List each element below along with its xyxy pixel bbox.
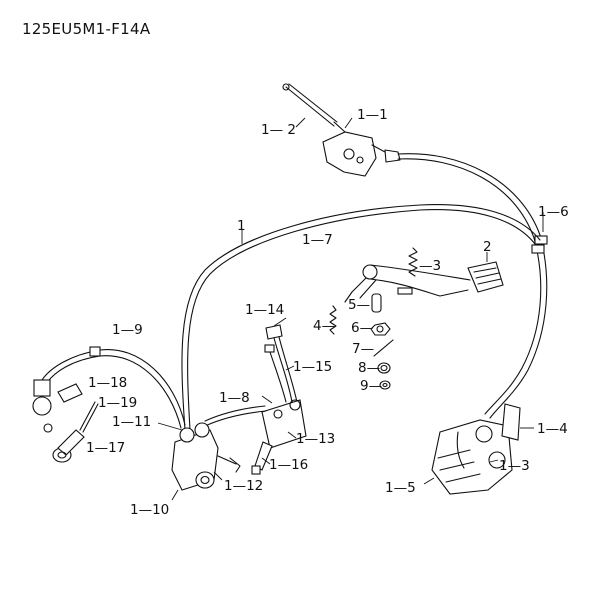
leader-lines [157,117,544,501]
callout-1-10: 1—10 [130,502,169,518]
callout-7: 7— [352,341,374,357]
pin-5 [371,293,382,313]
callout-6: 6— [351,320,373,336]
rear-brake-pipe [181,204,541,431]
callout-1-11: 1—11 [112,414,151,430]
rear-brake-switch-assembly [264,324,298,403]
callout-1-3: 1—3 [499,458,530,474]
callout-1-6: 1—6 [538,204,569,220]
rear-master-cylinder [251,399,307,475]
front-brake-caliper [431,403,521,495]
callout-1-9: 1—9 [112,322,143,338]
brake-pipe-1-8 [204,405,267,427]
callout-1-18: 1—18 [88,375,127,391]
callout-4: 4— [313,318,335,334]
brake-pedal [344,261,504,303]
nut-6 [370,322,391,336]
callout-1-4: 1—4 [537,421,568,437]
callout-1-14: 1—14 [245,302,284,318]
callout-1-16: 1—16 [269,457,308,473]
front-brake-hose [397,153,548,419]
washer-8 [377,362,391,374]
front-master-cylinder [322,131,401,177]
callout-1-5: 1—5 [385,480,416,496]
callout-1-2: 1— 2 [261,122,296,138]
diagram-title: 125EU5M1-F14A [22,20,151,38]
callout-1-1: 1—1 [357,107,388,123]
callout-1-12: 1—12 [224,478,263,494]
cotter-pin-7 [373,339,394,357]
callout-1-7: 1—7 [302,232,333,248]
callout-9: 9— [360,378,382,394]
callout-1-8: 1—8 [219,390,250,406]
brake-hose-1-9 [41,346,186,429]
callout-3: —3 [419,258,441,274]
reservoir-cap-1-17 [52,429,85,463]
front-brake-lever [282,83,346,133]
clip-1-19 [79,401,99,433]
callout-5: 5— [348,297,370,313]
callout-1-19: 1—19 [98,395,137,411]
callout-2: 2 [483,239,492,255]
callout-1-17: 1—17 [86,440,125,456]
reservoir [32,379,53,433]
return-spring [408,247,418,277]
callout-8: 8— [358,360,380,376]
callout-1-15: 1—15 [293,359,332,375]
callout-1-13: 1—13 [296,431,335,447]
washer-9 [379,380,391,390]
switch-spring [329,305,337,335]
callout-labels: 1—1 1— 2 1—6 1 1—7 2 —3 1—14 4— 5— 6— 7—… [86,107,569,518]
rear-caliper-assembly [171,422,241,491]
reservoir-hose-1-18 [57,383,83,403]
callout-1: 1 [237,218,246,234]
